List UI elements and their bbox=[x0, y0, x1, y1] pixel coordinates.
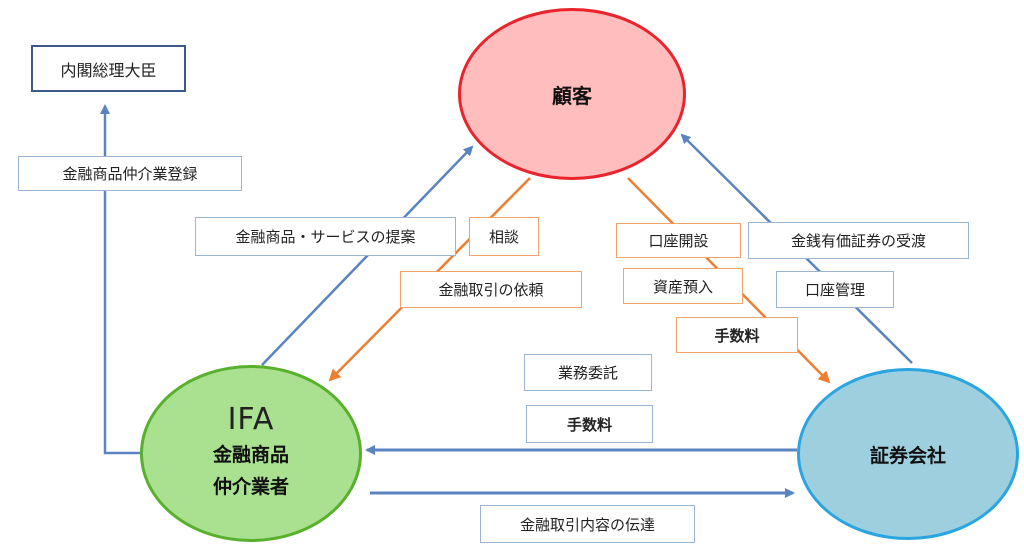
label-securities-transfer: 金銭有価証券の受渡 bbox=[748, 222, 969, 259]
ifa-name-line1: 金融商品 bbox=[212, 444, 289, 466]
label-business-outsourcing: 業務委託 bbox=[524, 354, 652, 391]
securities-node: 証券会社 bbox=[797, 368, 1019, 540]
ifa-node: IFA 金融商品 仲介業者 bbox=[140, 365, 362, 542]
arrow-ifa-to-cabinet bbox=[100, 104, 140, 455]
label-asset-deposit: 資産預入 bbox=[623, 268, 743, 304]
label-fee-ifa: 手数料 bbox=[526, 405, 653, 443]
customer-label: 顧客 bbox=[552, 83, 592, 108]
label-proposal: 金融商品・サービスの提案 bbox=[195, 217, 456, 256]
customer-node: 顧客 bbox=[458, 8, 686, 180]
arrow-ifa-to-customer bbox=[261, 145, 474, 366]
label-consultation: 相談 bbox=[469, 217, 539, 256]
ifa-abbr-label: IFA bbox=[227, 402, 275, 437]
label-trade-request: 金融取引の依頼 bbox=[400, 271, 582, 308]
label-account-management: 口座管理 bbox=[776, 271, 894, 308]
label-account-opening: 口座開設 bbox=[616, 223, 741, 258]
label-trade-content: 金融取引内容の伝達 bbox=[480, 505, 695, 543]
securities-label: 証券会社 bbox=[869, 444, 946, 467]
cabinet-box: 内閣総理大臣 bbox=[31, 45, 186, 92]
ifa-name-line2: 仲介業者 bbox=[212, 476, 289, 498]
label-fee-customer: 手数料 bbox=[676, 317, 798, 353]
label-registration: 金融商品仲介業登録 bbox=[18, 156, 242, 191]
